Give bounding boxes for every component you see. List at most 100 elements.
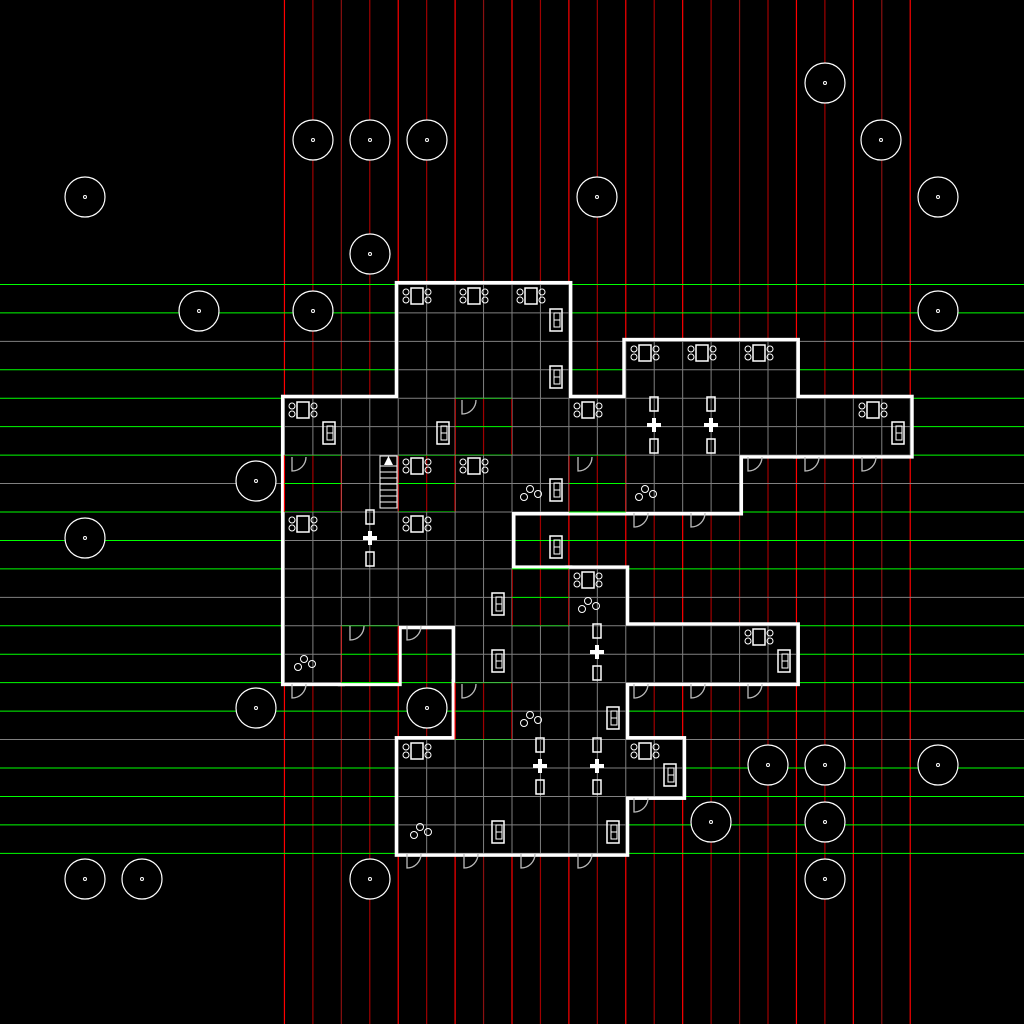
tree-icon — [349, 119, 391, 161]
chair — [709, 353, 717, 361]
sofa-icon — [491, 592, 505, 616]
tree-canopy — [349, 233, 391, 275]
bed — [365, 551, 375, 567]
door-swing-icon — [577, 456, 593, 472]
tree-trunk — [311, 138, 315, 142]
door-swing-icon — [461, 683, 477, 699]
tree-trunk — [936, 763, 940, 767]
chair — [630, 743, 638, 751]
chair — [766, 345, 774, 353]
bed — [592, 779, 602, 795]
bed — [649, 396, 659, 412]
tree-icon — [406, 687, 448, 729]
door-arc — [577, 456, 593, 472]
chair — [481, 288, 489, 296]
door-swing-icon — [804, 456, 820, 472]
chair — [459, 296, 467, 304]
door-swing-icon — [349, 625, 365, 641]
tree-canopy — [576, 176, 618, 218]
tree-trunk — [83, 877, 87, 881]
table-with-chairs-icon — [687, 344, 717, 362]
table-with-chairs-icon — [288, 401, 318, 419]
table-with-chairs-icon — [459, 457, 489, 475]
tree-icon — [860, 119, 902, 161]
door-swing-icon — [520, 853, 536, 869]
seat — [534, 716, 542, 724]
seat — [584, 597, 592, 605]
door-arc — [349, 625, 365, 641]
tree-icon — [178, 290, 220, 332]
table — [581, 401, 595, 419]
tree-canopy — [64, 176, 106, 218]
chair — [709, 345, 717, 353]
door-swing-icon — [291, 456, 307, 472]
table — [410, 742, 424, 760]
chair — [744, 353, 752, 361]
chair — [630, 353, 638, 361]
tree-canopy — [804, 801, 846, 843]
chair — [481, 458, 489, 466]
tree-icon — [235, 687, 277, 729]
seat — [526, 485, 534, 493]
chair — [652, 751, 660, 759]
door-swing-icon — [633, 797, 649, 813]
seat — [641, 485, 649, 493]
chair — [424, 466, 432, 474]
chair — [424, 296, 432, 304]
sofa-icon — [491, 820, 505, 844]
bed — [706, 396, 716, 412]
tree-icon — [804, 62, 846, 104]
seating-cluster-icon — [635, 485, 657, 501]
tree-trunk — [83, 195, 87, 199]
chair — [402, 458, 410, 466]
table — [410, 457, 424, 475]
cross-v — [595, 645, 599, 659]
chair — [766, 353, 774, 361]
cross-v — [652, 418, 656, 432]
door-arc — [461, 683, 477, 699]
chair — [858, 402, 866, 410]
seat — [534, 490, 542, 498]
tree-icon — [804, 801, 846, 843]
door-swing-icon — [406, 625, 422, 641]
chair — [459, 466, 467, 474]
tree-icon — [64, 517, 106, 559]
seat — [416, 823, 424, 831]
table — [410, 515, 424, 533]
table — [524, 287, 538, 305]
tree-trunk — [595, 195, 599, 199]
sofa-icon — [606, 706, 620, 730]
seat — [526, 711, 534, 719]
first-aid-cross-icon — [590, 737, 604, 795]
table — [866, 401, 880, 419]
door-swing-icon — [747, 456, 763, 472]
chair — [402, 466, 410, 474]
chair — [310, 410, 318, 418]
cross-v — [368, 531, 372, 545]
tree-canopy — [804, 62, 846, 104]
door-arc — [747, 456, 763, 472]
tree-canopy — [917, 290, 959, 332]
sofa-frame — [491, 649, 505, 673]
chair — [880, 402, 888, 410]
door-swing-icon — [463, 853, 479, 869]
sofa-icon — [606, 820, 620, 844]
door-arc — [520, 853, 536, 869]
tree-trunk — [311, 309, 315, 313]
seat — [578, 605, 586, 613]
door-swing-icon — [461, 399, 477, 415]
first-aid-cross-icon — [590, 623, 604, 681]
table — [638, 742, 652, 760]
tree-canopy — [917, 176, 959, 218]
chair — [573, 402, 581, 410]
table-with-chairs-icon — [630, 742, 660, 760]
first-aid-cross-icon — [533, 737, 547, 795]
door-swing-icon — [690, 683, 706, 699]
table-with-chairs-icon — [744, 344, 774, 362]
chair — [402, 743, 410, 751]
tree-trunk — [936, 309, 940, 313]
door-swing-icon — [406, 853, 422, 869]
tree-trunk — [823, 877, 827, 881]
sofa-frame — [606, 706, 620, 730]
